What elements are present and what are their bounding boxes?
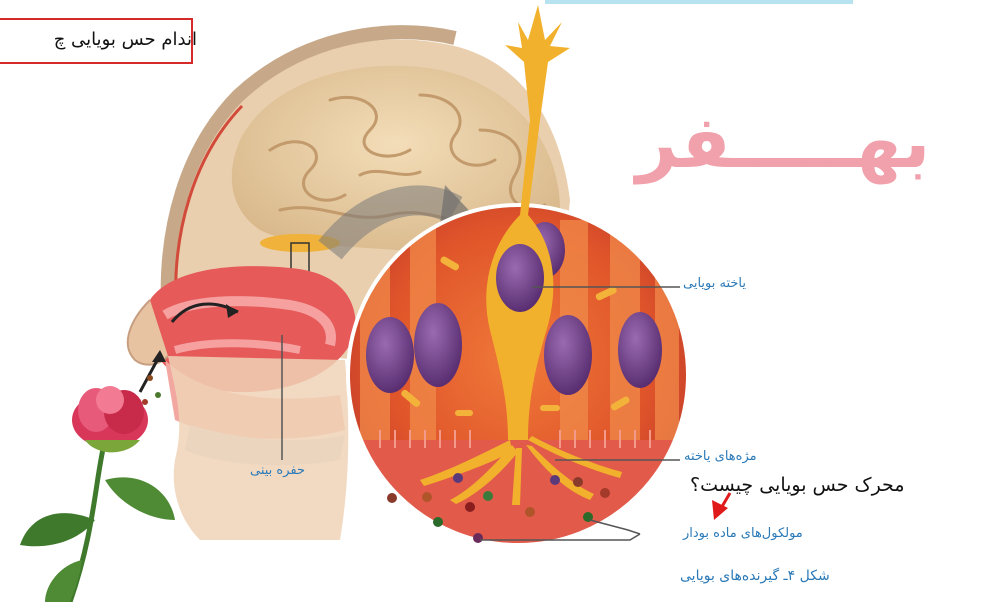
olfactory-nucleus	[496, 244, 544, 312]
label-olfactory-cell: یاخته بویایی	[683, 276, 746, 291]
callout-title: اندام حس بویایی چ	[54, 29, 197, 50]
rose-flower	[20, 386, 175, 602]
figure-caption: شکل ۴ـ گیرنده‌های بویایی	[680, 568, 830, 584]
red-pointer-arrow	[712, 493, 730, 520]
label-nasal-cavity: حفره بینی	[250, 463, 305, 478]
label-cell-cilia: مژه‌های یاخته	[684, 449, 757, 464]
question-text: محرک حس بویایی چیست؟	[690, 474, 905, 496]
label-odor-molecules: مولکول‌های ماده بودار	[683, 526, 803, 541]
watermark-text: بهـــــفر	[636, 100, 930, 184]
callout-box: اندام حس بویایی چ	[0, 18, 193, 64]
